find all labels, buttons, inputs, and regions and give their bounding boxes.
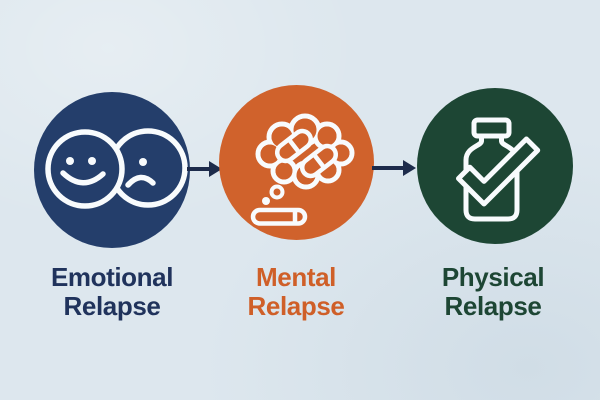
happy-sad-faces-icon	[45, 128, 188, 209]
stage-physical-relapse: Physical Relapse	[393, 88, 593, 338]
emotional-relapse-circle	[34, 92, 190, 248]
mental-relapse-label: Mental Relapse	[247, 262, 345, 321]
medicine-bottle-check-icon	[456, 117, 541, 222]
cigarette-icon	[250, 207, 308, 226]
pill-capsule-icon	[274, 128, 314, 164]
thought-bubble-pills-cigarette-icon	[250, 113, 355, 226]
stage-mental-relapse: Mental Relapse	[196, 85, 396, 335]
stage-emotional-relapse: Emotional Relapse	[12, 92, 212, 342]
emotional-relapse-label: Emotional Relapse	[50, 262, 174, 321]
physical-relapse-circle	[417, 88, 573, 244]
arrow-right-icon	[372, 160, 416, 176]
physical-relapse-label: Physical Relapse	[441, 262, 545, 321]
arrow-right-icon	[187, 161, 222, 177]
mental-relapse-circle	[219, 85, 374, 240]
pill-capsule-icon	[299, 143, 339, 179]
